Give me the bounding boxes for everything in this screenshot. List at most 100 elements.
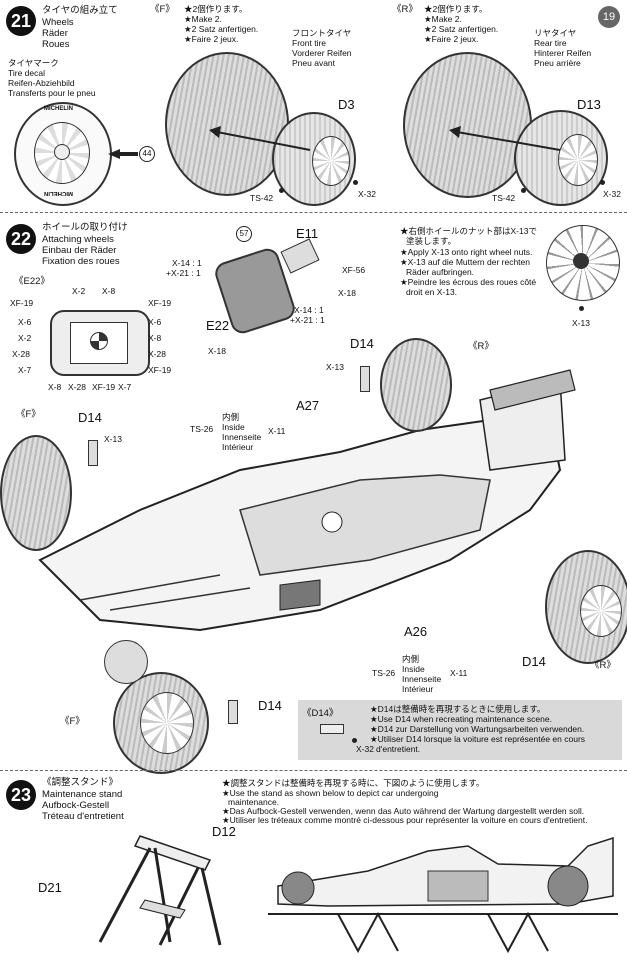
top-d14-bolt-icon (360, 366, 370, 392)
a26-inside-de: Innenseite (402, 674, 442, 684)
e22-label: 《E22》 (14, 276, 50, 287)
left-x13: X-13 (104, 434, 122, 444)
front-bottom-hub-icon (140, 692, 194, 754)
step-21-title-en: Wheels (42, 17, 74, 28)
bottom-d14-bolt-icon (228, 700, 238, 724)
decal-brand-text: MICHELIN (44, 106, 73, 112)
nut-note-fr2: droit en X-13. (406, 287, 458, 297)
step-22-title-en: Attaching wheels (42, 234, 114, 245)
decal-label-fr: Transferts pour le pneu (8, 88, 96, 98)
a27-inside-de: Innenseite (222, 432, 262, 442)
section-divider-2 (0, 770, 627, 771)
steering-x18b: X-18 (208, 346, 226, 356)
rear-make-jp: ★2個作ります。 (424, 4, 488, 14)
a27-inside-x11: X-11 (268, 426, 286, 436)
a26-inside-x11: X-11 (450, 668, 468, 678)
page-number-badge: 19 (598, 6, 620, 28)
rear-make-en: ★Make 2. (424, 14, 462, 24)
front-tire-jp: フロントタイヤ (292, 28, 352, 38)
step-22-number: 22 (6, 224, 36, 254)
bottom-part-d14: D14 (258, 698, 282, 713)
decal-number-badge: 44 (139, 146, 155, 162)
steering-part-e22: E22 (206, 318, 230, 333)
front-make-jp: ★2個作ります。 (184, 4, 248, 14)
rear-make-de: ★2 Satz anfertigen. (424, 24, 499, 34)
front-hub-assembly-icon (104, 640, 148, 684)
wheel-color-right-0: XF-19 (148, 298, 172, 308)
front-part-d3: D3 (338, 97, 355, 112)
decal-label-en: Tire decal (8, 68, 46, 78)
step-22-title-de: Einbau der Räder (42, 245, 117, 256)
front-tire-en: Front tire (292, 38, 327, 48)
front-make-fr: ★Faire 2 jeux. (184, 34, 239, 44)
wheel-nut-icon (573, 253, 589, 269)
d14-note-box (298, 700, 622, 760)
steering-column-icon (280, 238, 320, 274)
wheel-color-left-1: X-6 (18, 317, 32, 327)
d14-box-label: 《D14》 (302, 708, 339, 719)
wheel-color-left-4: X-7 (18, 365, 32, 375)
part-a27: A27 (296, 398, 320, 413)
front-assembly-arrow-icon (209, 126, 311, 151)
car-on-stand-illustration (268, 836, 618, 954)
front-left-wheel-illustration (0, 435, 72, 551)
front-left-bracket: 《F》 (16, 409, 41, 420)
d14-bolt-icon (320, 724, 344, 734)
step-23-title-de: Aufbock-Gestell (42, 800, 110, 811)
steering-part-e11: E11 (296, 226, 319, 241)
rear-paint-x32: X-32 (603, 189, 621, 199)
nut-note-de1: ★X-13 auf die Muttern der rechten (400, 257, 530, 267)
a27-inside-en: Inside (222, 422, 245, 432)
wheel-color-right-4: XF-19 (148, 365, 172, 375)
d14-box-jp: ★D14は整備時を再現するときに使用します。 (370, 704, 546, 714)
rear-hub-icon (558, 134, 598, 186)
stand-note-de: ★Das Aufbock-Gestell verwenden, wenn das… (222, 806, 585, 816)
rear-paint-ts42: TS-42 (492, 193, 516, 203)
step-23-title-fr: Tréteau d'entretient (42, 811, 124, 822)
d14-box-paint: X-32 (356, 744, 374, 754)
wheel-color-right-1: X-6 (148, 317, 162, 327)
a26-inside-ts: TS-26 (372, 668, 396, 678)
wheel-nut-paint: X-13 (572, 318, 590, 328)
section-divider-1 (0, 212, 627, 213)
a27-inside-jp: 内側 (222, 412, 240, 422)
a26-inside-fr: Intérieur (402, 684, 434, 694)
step-23-number: 23 (6, 780, 36, 810)
nut-note-de2: Räder aufbringen. (406, 267, 475, 277)
stand-note-en1: ★Use the stand as shown below to depict … (222, 788, 439, 798)
d14-box-fr2: d'entretient. (376, 744, 421, 754)
rear-right-bracket: 《R》 (590, 660, 616, 671)
wheel-color-right-2: X-8 (148, 333, 162, 343)
stand-note-fr: ★Utiliser les tréteaux comme montré ci-d… (222, 815, 588, 825)
front-paint-x32: X-32 (358, 189, 376, 199)
decal-label-de: Reifen-Abziehbild (8, 78, 75, 88)
a27-inside-fr: Intérieur (222, 442, 254, 452)
decal-arrow-icon (108, 149, 138, 159)
wheel-color-bottom-1: X-28 (68, 382, 86, 392)
step-21-number: 21 (6, 6, 36, 36)
front-bottom-bracket: 《F》 (60, 716, 85, 727)
top-x13: X-13 (326, 362, 344, 372)
steering-x14: X-14 : 1 (172, 258, 202, 268)
maintenance-stand-illustration (98, 835, 222, 946)
rear-right-hub-icon (580, 585, 622, 637)
left-part-d14: D14 (78, 410, 102, 425)
front-hub-icon (312, 136, 350, 186)
decal-brand-text-bottom: MICHELIN (44, 190, 73, 196)
d14-box-de: ★D14 zur Darstellung von Wartungsarbeite… (370, 724, 585, 734)
front-bracket: 《F》 (150, 4, 175, 15)
nut-note-jp1: ★右側ホイールのナット部はX-13で (400, 226, 537, 236)
stand-part-d12: D12 (212, 824, 236, 839)
wheel-color-bottom-2: XF-19 (92, 382, 116, 392)
d14-box-fr1: ★Utiliser D14 lorsque la voiture est rep… (370, 734, 586, 744)
step-23-title-jp: 《調整スタンド》 (42, 777, 119, 788)
nut-note-en: ★Apply X-13 onto right wheel nuts. (400, 247, 533, 257)
a26-inside-en: Inside (402, 664, 425, 674)
steering-x21b: +X-21 : 1 (290, 315, 325, 325)
rear-tire-jp: リヤタイヤ (534, 28, 577, 38)
steering-number-badge: 57 (236, 226, 252, 242)
nut-note-fr1: ★Peindre les écrous des roues côté (400, 277, 537, 287)
rear-make-fr: ★Faire 2 jeux. (424, 34, 479, 44)
rear-part-d13: D13 (577, 97, 601, 112)
rear-assembly-arrow-icon (449, 126, 561, 151)
